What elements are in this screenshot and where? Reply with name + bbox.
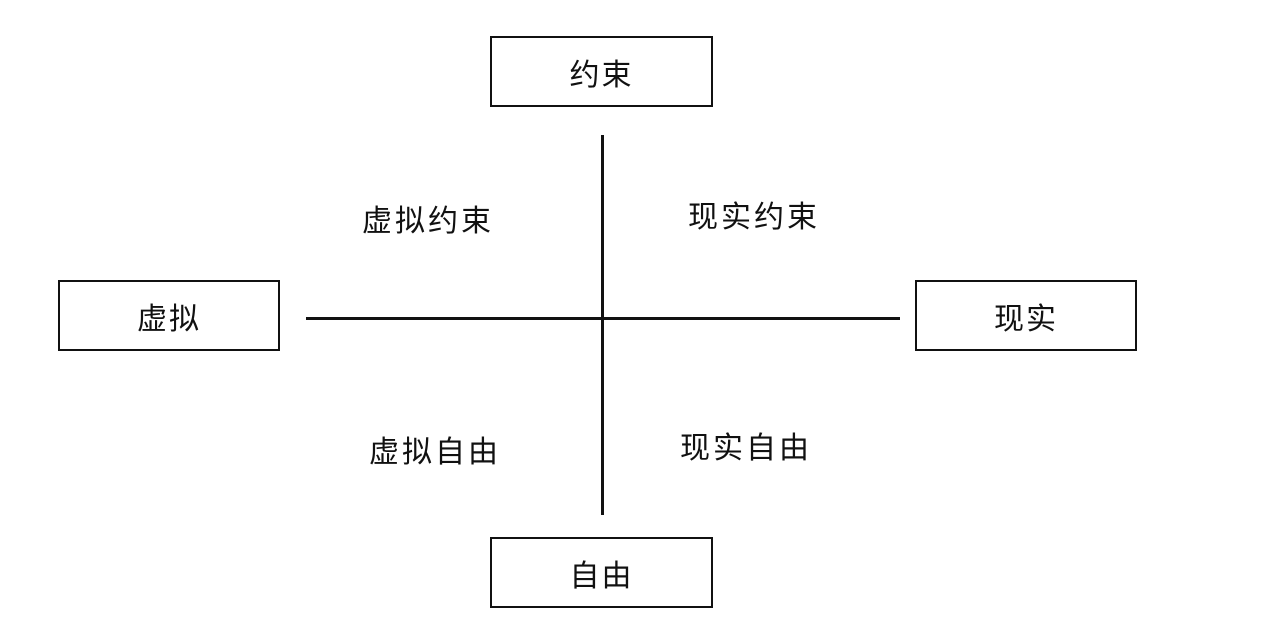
- quadrant-label-top-right: 现实约束: [688, 200, 820, 235]
- quadrant-label-bottom-left: 虚拟自由: [369, 435, 501, 470]
- axis-label-bottom: 自由: [569, 558, 634, 594]
- axis-box-bottom: 自由: [490, 537, 713, 608]
- vertical-axis-line: [601, 135, 604, 515]
- axis-box-right: 现实: [915, 280, 1137, 351]
- axis-box-left: 虚拟: [58, 280, 280, 351]
- axis-box-top: 约束: [490, 36, 713, 107]
- horizontal-axis-line: [306, 317, 900, 320]
- quadrant-label-bottom-right: 现实自由: [680, 431, 812, 466]
- quadrant-label-top-left: 虚拟约束: [362, 204, 494, 239]
- axis-label-right: 现实: [994, 301, 1058, 337]
- axis-label-top: 约束: [569, 57, 634, 93]
- axis-label-left: 虚拟: [137, 301, 201, 337]
